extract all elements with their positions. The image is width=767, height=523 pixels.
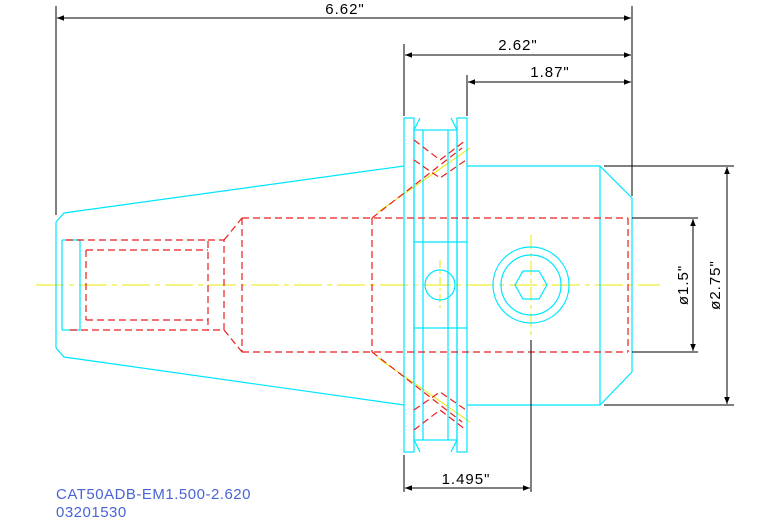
taper-shank	[55, 165, 405, 406]
tool-bore	[241, 217, 629, 353]
cross-hole	[424, 269, 456, 301]
hidden-lines	[66, 139, 629, 431]
set-screw-hex-socket	[514, 270, 548, 300]
set-screw-head	[500, 254, 562, 316]
tool-holder-outline	[55, 117, 633, 453]
dim-body-length: 1.87"	[530, 64, 570, 81]
item-code-label: 03201530	[56, 504, 127, 521]
flange-groove	[413, 117, 458, 453]
dim-flange-to-end: 2.62"	[498, 37, 538, 54]
drawbar-bore	[66, 239, 209, 331]
bore-taper	[223, 217, 243, 353]
dimension-lines	[55, 6, 734, 492]
holder-body	[467, 165, 633, 406]
dim-overall-length: 6.62"	[325, 1, 365, 18]
drive-slot-hidden	[371, 139, 467, 431]
flange-body	[413, 129, 458, 441]
dim-body-diameter: ø2.75"	[707, 260, 724, 310]
dim-bore-diameter: ø1.5"	[675, 265, 692, 305]
bore-step	[208, 239, 225, 331]
centerlines	[36, 147, 660, 423]
part-number-label: CAT50ADB-EM1.500-2.620	[56, 486, 251, 503]
drawbar-thread	[85, 249, 208, 321]
dim-flange-to-screw: 1.495"	[442, 471, 491, 488]
set-screw-outer	[492, 246, 570, 324]
